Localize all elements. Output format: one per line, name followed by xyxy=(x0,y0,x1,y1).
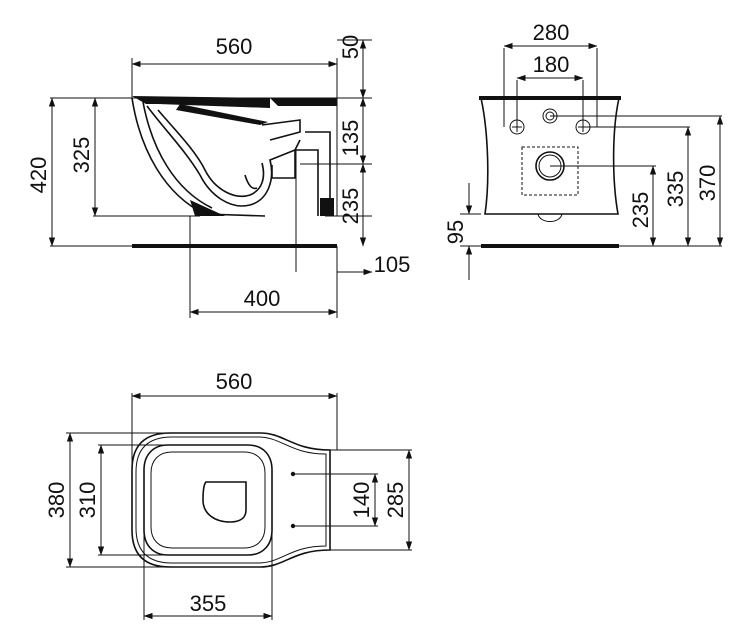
side-view: 560 50 420 325 135 235 400 105 xyxy=(26,34,410,318)
top-view: 560 380 310 355 140 285 xyxy=(44,369,413,620)
side-top-width-label: 560 xyxy=(216,34,253,59)
top-hole-spacing-label: 140 xyxy=(349,482,374,519)
top-bowl-length-label: 355 xyxy=(190,591,227,616)
side-overall-height-label: 420 xyxy=(26,157,51,194)
side-inner-height-label: 325 xyxy=(69,137,94,174)
front-h370-label: 370 xyxy=(695,165,720,202)
front-view: 280 180 95 235 335 370 xyxy=(443,20,724,280)
front-bolt-outer-label: 280 xyxy=(533,20,570,45)
front-bolt-inner-label: 180 xyxy=(533,52,570,77)
side-lower-right-label: 235 xyxy=(338,188,363,225)
side-floor-offset-label: 105 xyxy=(374,252,411,277)
front-clearance-label: 95 xyxy=(443,220,468,244)
top-rear-width-label: 285 xyxy=(383,482,408,519)
top-overall-width-label: 380 xyxy=(44,482,69,519)
side-bottom-width-label: 400 xyxy=(244,286,281,311)
side-top-offset-label: 50 xyxy=(338,35,363,59)
top-bowl-width-label: 310 xyxy=(75,482,100,519)
side-upper-right-label: 135 xyxy=(338,120,363,157)
front-h335-label: 335 xyxy=(663,171,688,208)
front-h235-label: 235 xyxy=(628,192,653,229)
top-overall-length-label: 560 xyxy=(216,369,253,394)
